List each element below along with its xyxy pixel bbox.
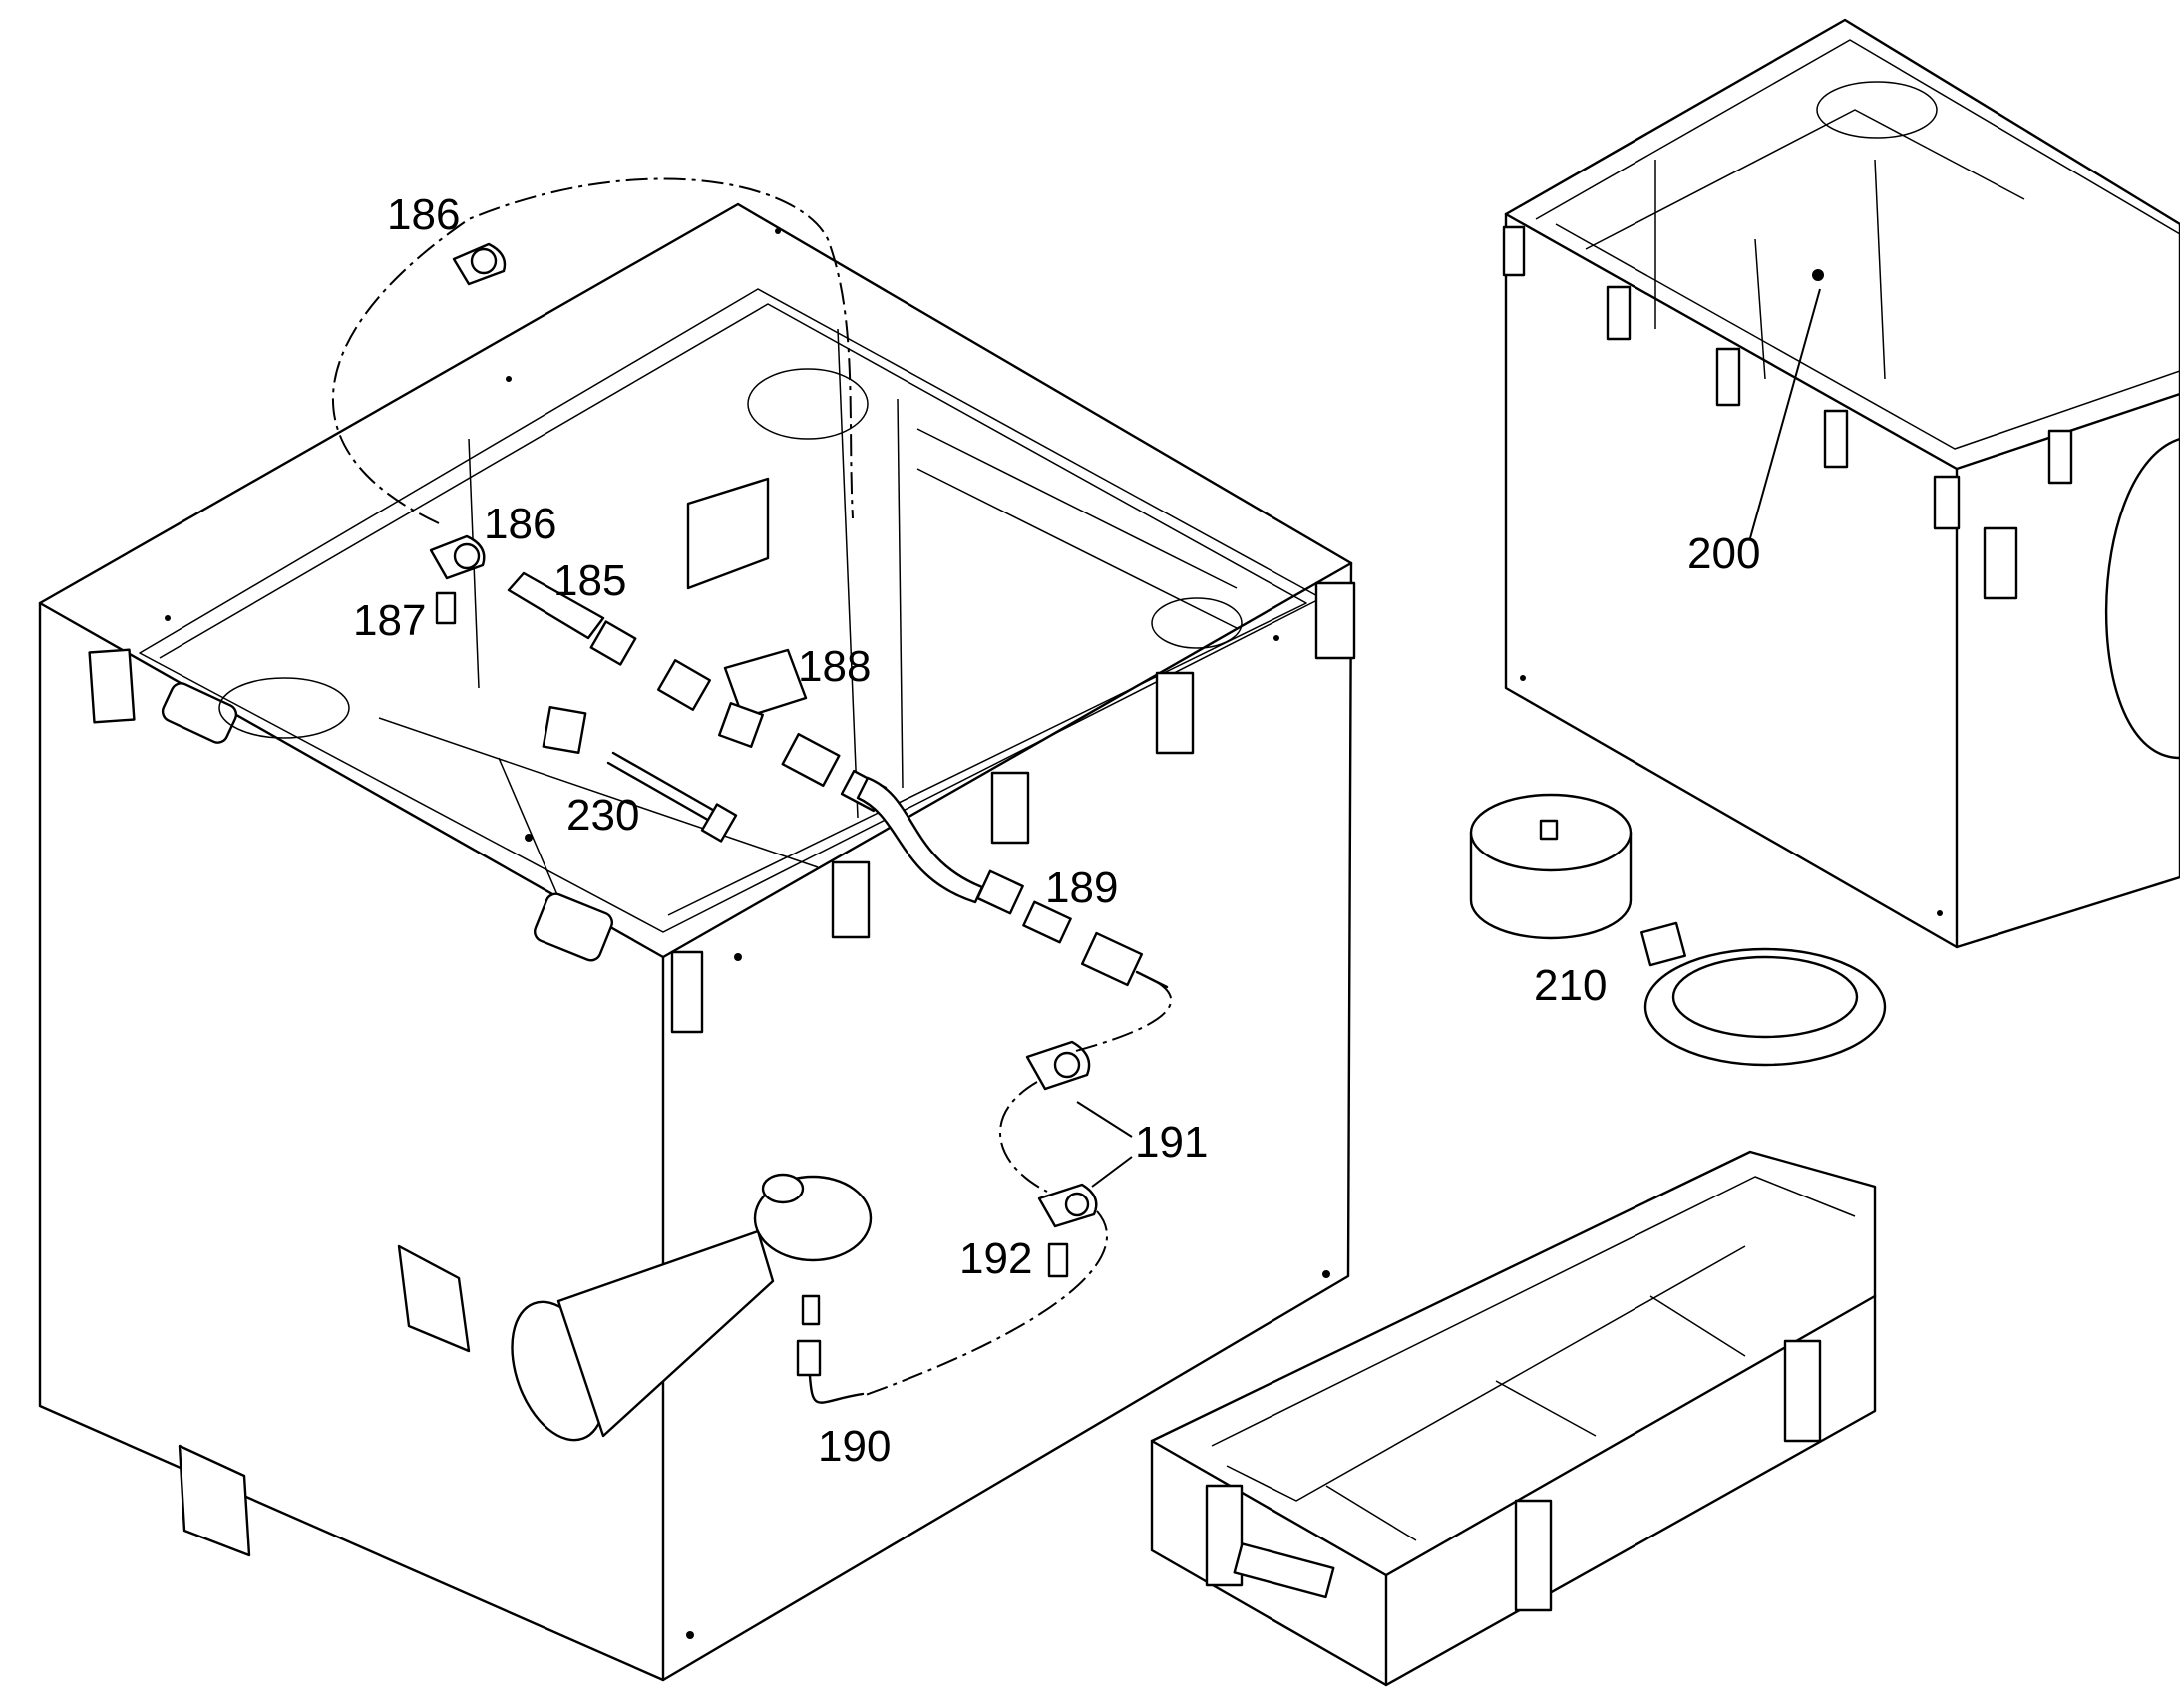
- callout-186-lower: 186: [484, 500, 556, 548]
- air-line-fittings: [429, 242, 1169, 1278]
- air-horn-assembly: [511, 1173, 873, 1442]
- pipe-clamp-icon: [1025, 1040, 1091, 1091]
- callout-192: 192: [959, 1234, 1032, 1283]
- callout-230: 230: [566, 791, 639, 840]
- callout-185: 185: [553, 556, 626, 605]
- secondary-cabinet: [1502, 18, 2180, 949]
- callout-186-top: 186: [387, 190, 460, 239]
- callout-189: 189: [1045, 863, 1118, 912]
- fitting-icon: [589, 620, 637, 666]
- callout-210: 210: [1534, 961, 1607, 1010]
- pipe-clamp-icon: [452, 242, 507, 286]
- callout-191: 191: [1135, 1118, 1208, 1167]
- callout-190: 190: [818, 1422, 891, 1471]
- callouts: 186 186 185 187 188 230 189 191 192 190 …: [353, 190, 1760, 1471]
- hose-coil-icon: [1640, 921, 1887, 1067]
- hose-icon: [856, 776, 984, 904]
- main-cabinet: [38, 202, 1356, 1682]
- pipe-clamp-icon: [1037, 1183, 1098, 1228]
- callout-188: 188: [798, 642, 871, 691]
- screw-icon: [1047, 1242, 1069, 1278]
- pipe-clamp-icon: [429, 534, 486, 580]
- screw-icon: [435, 591, 457, 625]
- solenoid-valve-icon: [718, 648, 808, 748]
- callout-200: 200: [1687, 529, 1760, 578]
- connection-lines: [332, 177, 1172, 1397]
- drum-icon: [1469, 793, 1633, 940]
- callout-187: 187: [353, 596, 426, 645]
- base-tray: [1150, 1150, 1877, 1687]
- leader-lines: [1076, 288, 1821, 1188]
